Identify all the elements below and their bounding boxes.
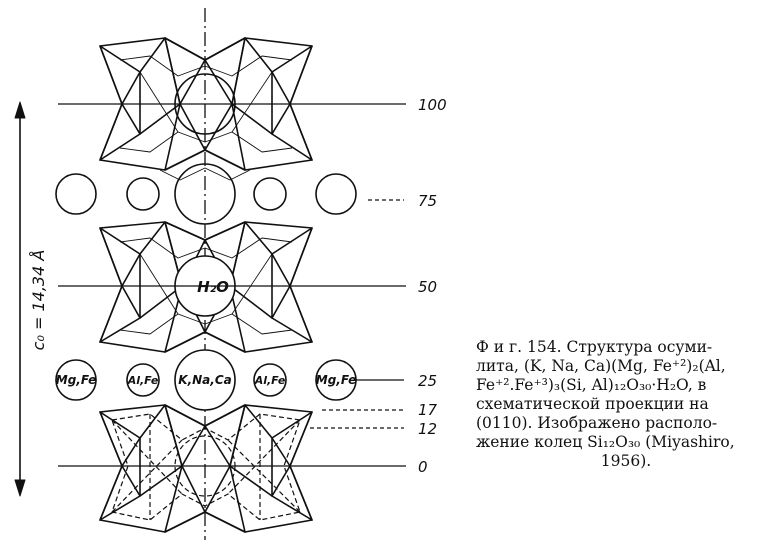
level-label-25: 25 <box>418 372 437 390</box>
level-label-50: 50 <box>418 278 437 296</box>
level-lines <box>58 103 406 467</box>
polyhedra-bottom <box>99 404 313 533</box>
polyhedra-top-thin <box>119 55 293 181</box>
level-label-75: 75 <box>418 192 437 210</box>
caption-line-6: жение колец Si₁₂O₃₀ (Miyashiro, <box>476 433 735 451</box>
structure-diagram: 100 75 50 25 17 12 0 Mg,Fe Al,Fe K,Na,Ca… <box>14 8 447 540</box>
water-label: H₂O <box>197 278 229 296</box>
caption-line-3: Fe⁺².Fe⁺³)₃(Si, Al)₁₂O₃₀·H₂O, в <box>476 376 707 394</box>
structure-figure: 100 75 50 25 17 12 0 Mg,Fe Al,Fe K,Na,Ca… <box>14 8 447 540</box>
polyhedra-top <box>99 37 313 171</box>
cation-row-25 <box>55 349 357 411</box>
caption-line-7: 1956). <box>600 452 652 470</box>
level-label-100: 100 <box>418 96 447 114</box>
figure-caption: Ф и г. 154. Структура осуми- лита, (K, N… <box>476 338 776 471</box>
atom-label-knaca: K,Na,Ca <box>178 373 231 387</box>
polyhedra-bottom-dashed <box>111 413 301 521</box>
caption-line-4: схематической проекции на <box>476 395 709 413</box>
caption-line-5: (0110). Изображено располо- <box>476 414 718 432</box>
level-label-12: 12 <box>418 420 437 438</box>
caption-line-1: Ф и г. 154. Структура осуми- <box>476 338 713 356</box>
atom-label-mgfe-left: Mg,Fe <box>56 373 97 387</box>
polyhedra-middle-thin <box>119 237 293 335</box>
caption-line-2: лита, (K, Na, Ca)(Mg, Fe⁺²)₂(Al, <box>476 357 726 375</box>
c-axis-arrow-down <box>14 479 26 497</box>
atom-label-alfe-right: Al,Fe <box>254 374 286 387</box>
level-label-17: 17 <box>418 401 438 419</box>
atom-label-alfe-left: Al,Fe <box>127 374 159 387</box>
c-axis-arrow-up <box>14 101 26 119</box>
cation-row-75 <box>55 163 357 225</box>
level-label-0: 0 <box>418 458 428 476</box>
atom-label-mgfe-right: Mg,Fe <box>316 373 357 387</box>
c-axis-label: c₀ = 14,34 Å <box>29 250 48 351</box>
